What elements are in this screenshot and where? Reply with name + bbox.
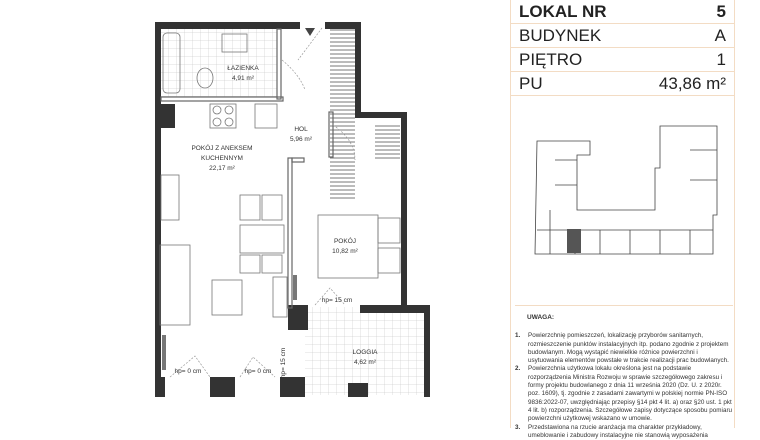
notes-section: UWAGA: 1.Powierzchnię pomieszczeń, lokal… <box>515 305 733 440</box>
door-height-loggia: hp= 15 cm <box>280 348 287 379</box>
walls <box>155 22 430 397</box>
room-name-loggia: LOGGIA <box>353 349 379 356</box>
room-area-bathroom: 4,91 m² <box>232 75 255 82</box>
room-name-bathroom: ŁAZIENKA <box>227 65 259 72</box>
note-item: 1.Powierzchnię pomieszczeń, lokalizację … <box>515 332 729 365</box>
note-item: 2.Powierzchnia użytkowa lokalu określona… <box>515 365 733 423</box>
room-area-hall: 5,96 m² <box>290 136 313 143</box>
floor-plan: ŁAZIENKA 4,91 m² HOL 5,96 m² POKÓJ Z ANE… <box>155 22 718 397</box>
room-area-room: 10,82 m² <box>332 248 358 255</box>
door-height-living-1: hp= 0 cm <box>175 368 202 375</box>
door-height-living-2: hp= 0 cm <box>245 368 272 375</box>
wardrobe <box>375 125 400 160</box>
room-name-living-1: POKÓJ Z ANEKSEM <box>191 143 252 152</box>
building-key-plan <box>534 125 718 255</box>
note-item: 3.Przedstawiona na rzucie aranżacja ma c… <box>515 423 708 439</box>
notes-title: UWAGA: <box>527 314 555 321</box>
room-name-hall: HOL <box>294 126 308 133</box>
room-area-living: 22,17 m² <box>209 165 235 172</box>
room-name-living-2: KUCHENNYM <box>201 155 243 162</box>
bathroom-floor <box>161 29 277 97</box>
loggia-floor <box>305 307 425 395</box>
room-name-room: POKÓJ <box>334 236 356 245</box>
furniture <box>159 32 401 326</box>
door-height-room: hp= 15 cm <box>322 297 353 304</box>
stairs <box>330 29 355 199</box>
unit-highlight <box>567 229 581 253</box>
entrance-arrow-icon <box>305 28 315 36</box>
room-area-loggia: 4,62 m² <box>354 359 377 366</box>
